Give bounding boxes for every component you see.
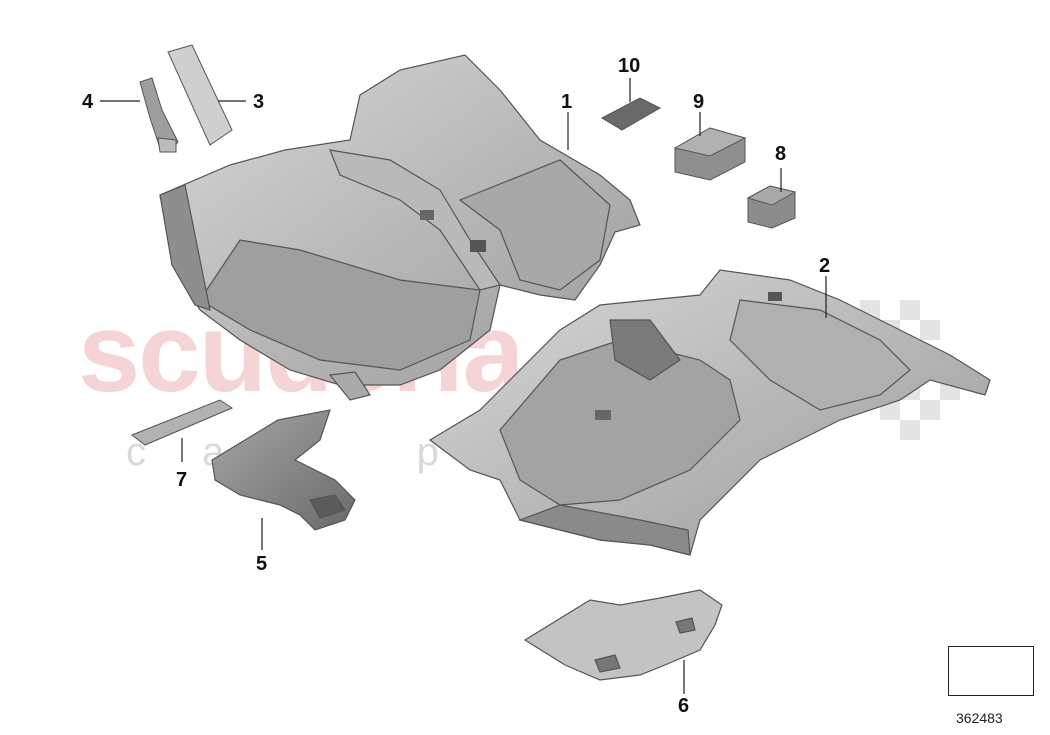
callout-9: 9 bbox=[693, 91, 705, 113]
diagram-id-box bbox=[948, 646, 1034, 696]
mat-part-6 bbox=[523, 589, 723, 681]
block-part-9 bbox=[673, 127, 747, 181]
clip-part-4 bbox=[139, 77, 179, 153]
strip-part-7 bbox=[130, 399, 234, 446]
callout-5: 5 bbox=[256, 553, 268, 575]
block-part-8 bbox=[746, 185, 797, 229]
strip-part-3 bbox=[167, 44, 233, 146]
callout-10: 10 bbox=[618, 55, 641, 77]
callout-1: 1 bbox=[561, 91, 573, 113]
callout-6: 6 bbox=[678, 695, 690, 717]
leader-lines bbox=[100, 78, 827, 694]
callout-7: 7 bbox=[176, 469, 188, 491]
callout-2: 2 bbox=[819, 255, 831, 277]
rear-carpet-part-2 bbox=[428, 269, 991, 556]
callout-4: 4 bbox=[82, 91, 94, 113]
pad-part-10 bbox=[600, 97, 662, 131]
front-carpet-part-1 bbox=[159, 54, 641, 401]
diagram-id: 362483 bbox=[956, 710, 1003, 726]
mat-part-5 bbox=[211, 409, 356, 531]
callout-8: 8 bbox=[775, 143, 787, 165]
callout-3: 3 bbox=[253, 91, 265, 113]
